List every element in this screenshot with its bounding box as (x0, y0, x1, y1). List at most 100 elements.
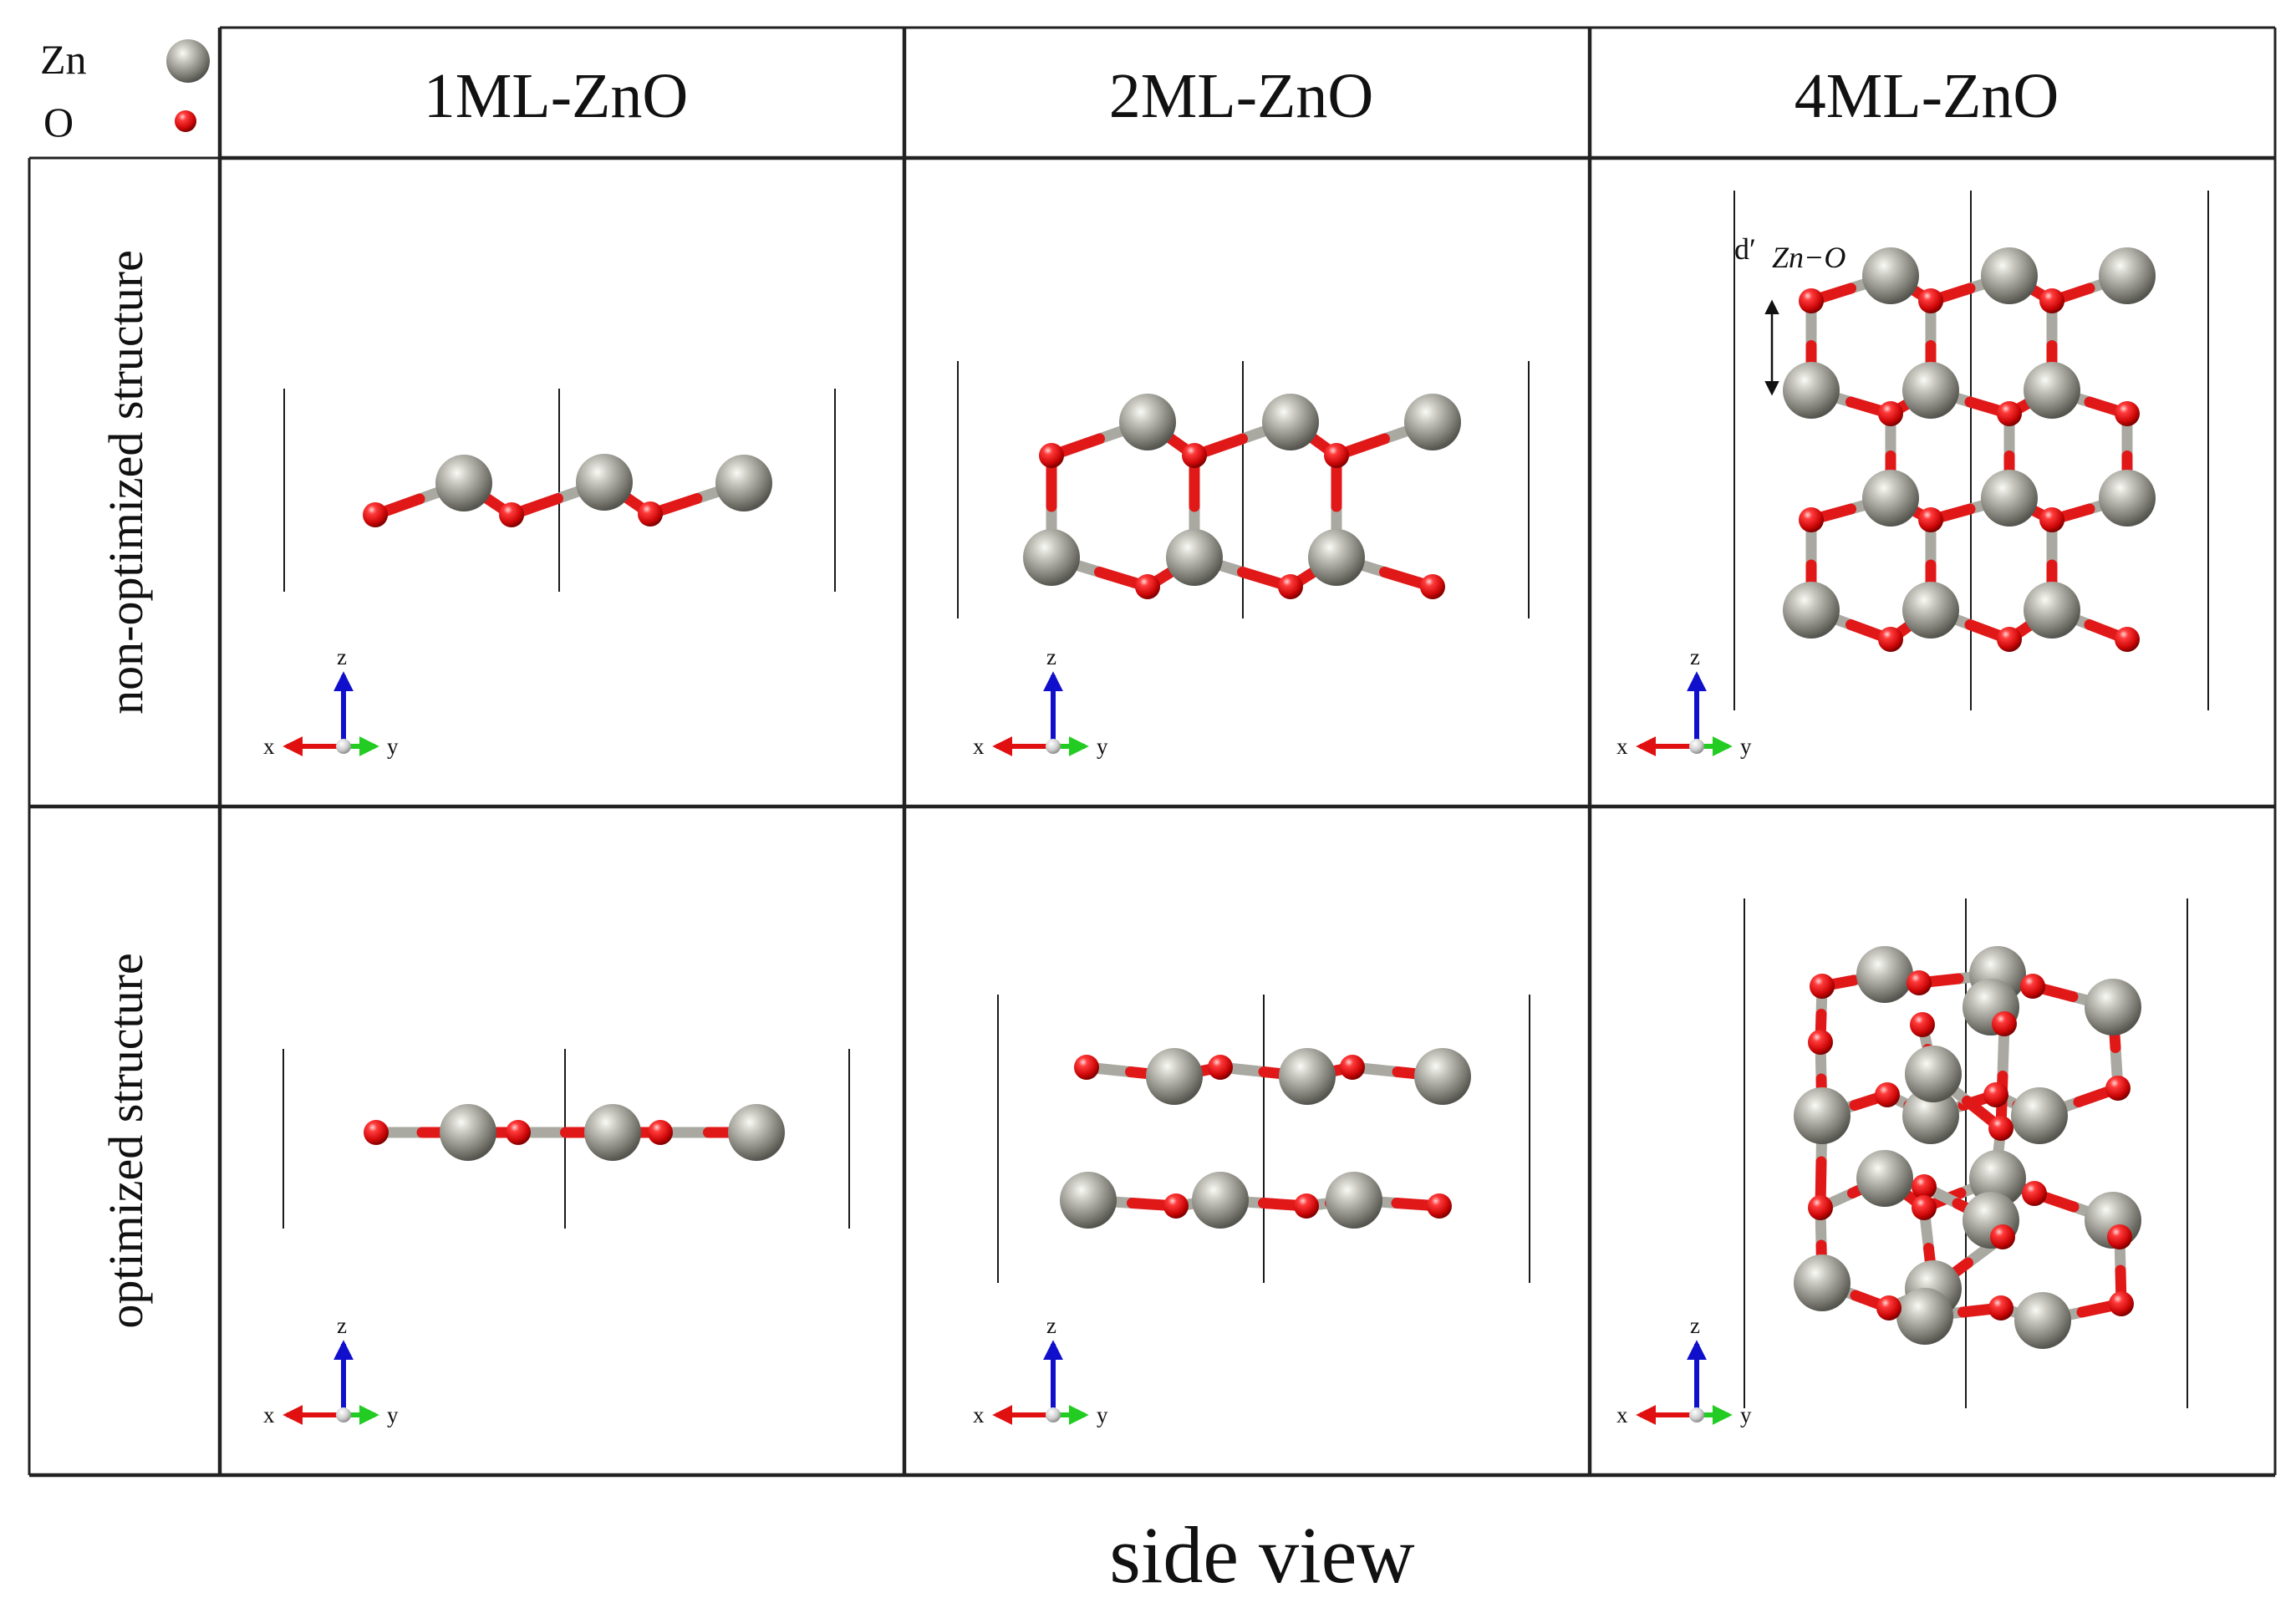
o-atom (1997, 401, 2022, 426)
zn-atom (1119, 394, 1176, 450)
o-atom (1990, 1224, 2015, 1249)
table-grid (28, 26, 2277, 1478)
o-atom (2039, 507, 2064, 532)
o-atom (1799, 507, 1824, 532)
o-atom (1912, 1195, 1937, 1220)
structure-2ml-nonopt (957, 361, 1530, 618)
zn-atom (1896, 1288, 1953, 1345)
o-atom (2115, 627, 2140, 652)
legend-zn-atom (166, 39, 210, 83)
zn-atom (1326, 1172, 1382, 1229)
o-atom (1912, 1174, 1937, 1199)
zn-atom (1783, 362, 1840, 419)
o-atom (1878, 627, 1903, 652)
header-2ml: 2ML-ZnO (1109, 61, 1374, 131)
o-atom (1910, 1012, 1935, 1037)
zn-atom (1783, 582, 1840, 639)
zn-atom (2099, 470, 2156, 527)
z-axis-label: z (1046, 1313, 1056, 1338)
o-atom (2039, 288, 2064, 313)
row-label-optimized: optimized structure (99, 953, 153, 1328)
distance-label-main: d′ (1734, 232, 1756, 266)
o-atom (638, 501, 663, 527)
zn-atom (1279, 1048, 1336, 1105)
zn-atom (435, 455, 492, 511)
zn-atom (1308, 529, 1365, 586)
o-atom (506, 1120, 531, 1145)
zn-atom (1862, 470, 1919, 527)
zn-atom (728, 1104, 785, 1161)
zn-atom (1060, 1172, 1117, 1229)
o-atom (1808, 1195, 1833, 1220)
o-atom (1997, 627, 2022, 652)
zn-atom (1023, 529, 1080, 586)
y-axis-label: y (1097, 1402, 1108, 1427)
structure-2ml-opt (997, 995, 1530, 1283)
zn-atom (1856, 946, 1913, 1003)
o-atom (1876, 1295, 1901, 1320)
z-axis-label: z (337, 1313, 347, 1338)
o-atom (1918, 288, 1943, 313)
y-axis-label: y (387, 1402, 399, 1427)
o-atom (1074, 1055, 1099, 1080)
zn-atom (2099, 247, 2156, 304)
x-axis-label: x (1616, 1402, 1628, 1427)
structure-4ml-opt (1744, 898, 2188, 1408)
zn-atom (576, 454, 633, 511)
o-atom (1208, 1055, 1233, 1080)
axis-triad-1ml-opt: x y z (263, 1313, 399, 1427)
zn-atom (1902, 1087, 1959, 1144)
zn-atom (1902, 582, 1959, 639)
x-axis-label: x (263, 1402, 275, 1427)
o-atom (499, 502, 524, 527)
o-atom (2107, 1224, 2132, 1249)
o-atom (1808, 1030, 1833, 1055)
zn-atom (1981, 247, 2038, 304)
header-4ml: 4ML-ZnO (1795, 61, 2059, 131)
y-axis-label: y (1740, 734, 1752, 759)
zn-atom (2024, 582, 2080, 639)
o-atom (1039, 443, 1064, 468)
zn-atom (440, 1104, 496, 1161)
legend-o-atom (175, 110, 196, 132)
distance-label-sub: Zn−O (1772, 241, 1845, 274)
axis-origin (336, 1407, 351, 1422)
zn-atom (2011, 1087, 2068, 1144)
zn-atom (1262, 394, 1319, 450)
o-atom (2020, 974, 2045, 999)
z-axis-label: z (1690, 1313, 1700, 1338)
zn-atom (1146, 1048, 1203, 1105)
o-atom (1907, 970, 1932, 995)
x-axis-label: x (1616, 734, 1628, 759)
o-atom (1810, 974, 1835, 999)
o-atom (1799, 288, 1824, 313)
zn-atom (1192, 1172, 1249, 1229)
zn-atom (1794, 1254, 1851, 1311)
zn-atom (1856, 1150, 1913, 1207)
zn-atom (1166, 529, 1223, 586)
legend-o-label: O (43, 99, 74, 145)
zn-atom (1905, 1046, 1962, 1102)
zn-atom (715, 455, 772, 511)
zn-atom (2014, 1292, 2071, 1349)
o-atom (1918, 507, 1943, 532)
z-axis-label: z (337, 644, 347, 669)
o-atom (1988, 1116, 2013, 1141)
zn-atom (1862, 247, 1919, 304)
o-atom (2109, 1291, 2134, 1316)
o-atom (1983, 1082, 2008, 1107)
distance-annotation: d′ Zn−O (1734, 232, 1845, 396)
axis-origin (336, 739, 351, 754)
column-headers: 1ML-ZnO 2ML-ZnO 4ML-ZnO (424, 61, 2059, 131)
o-atom (2115, 401, 2140, 426)
zn-atom (1794, 1087, 1851, 1144)
o-atom (648, 1120, 673, 1145)
zn-atom (584, 1104, 641, 1161)
o-atom (1135, 574, 1160, 599)
row-labels: non-optimized structure optimized struct… (99, 250, 153, 1329)
